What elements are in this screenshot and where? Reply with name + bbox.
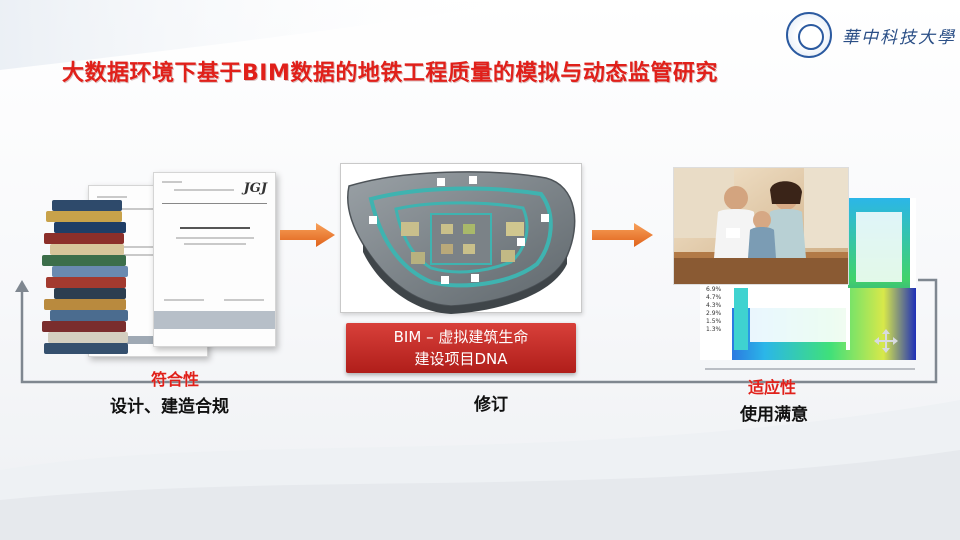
university-logo: 華中科技大學 bbox=[786, 12, 954, 58]
conformity-subtitle: 设计、建造合规 bbox=[110, 397, 229, 417]
standard-code: JGJ bbox=[243, 181, 267, 196]
standard-document-front: JGJ bbox=[153, 172, 276, 347]
heatmap-value: 1.3% bbox=[706, 326, 722, 333]
bim-caption-banner: BIM – 虚拟建筑生命 建设项目DNA bbox=[346, 323, 576, 373]
adaptability-subtitle: 使用满意 bbox=[740, 405, 808, 425]
arrow-right-icon bbox=[280, 223, 335, 247]
heatmap-value: 4.3% bbox=[706, 302, 722, 309]
book-stack bbox=[40, 200, 140, 360]
heatmap-legend: 6.9% 4.7% 4.3% 2.9% 1.5% 1.3% bbox=[706, 286, 721, 334]
bim-caption-line1: BIM – 虚拟建筑生命 bbox=[393, 328, 529, 346]
university-name: 華中科技大學 bbox=[842, 27, 956, 48]
revision-label: 修订 bbox=[474, 395, 508, 415]
move-arrows-icon bbox=[874, 329, 898, 353]
slide-title: 大数据环境下基于BIM数据的地铁工程质量的模拟与动态监管研究 bbox=[62, 61, 718, 86]
arrow-right-icon bbox=[592, 223, 653, 247]
heatmap-value: 1.5% bbox=[706, 318, 722, 325]
bim-model-image bbox=[340, 163, 582, 314]
conformity-title: 符合性 bbox=[151, 370, 200, 389]
heatmap-value: 4.7% bbox=[706, 294, 722, 301]
family-kitchen-photo bbox=[673, 167, 849, 285]
adaptability-title: 适应性 bbox=[748, 378, 797, 397]
university-seal-icon bbox=[786, 12, 832, 58]
bim-caption-line2: 建设项目DNA bbox=[414, 350, 508, 368]
heatmap-value: 2.9% bbox=[706, 310, 722, 317]
heatmap-value: 6.9% bbox=[706, 286, 722, 293]
